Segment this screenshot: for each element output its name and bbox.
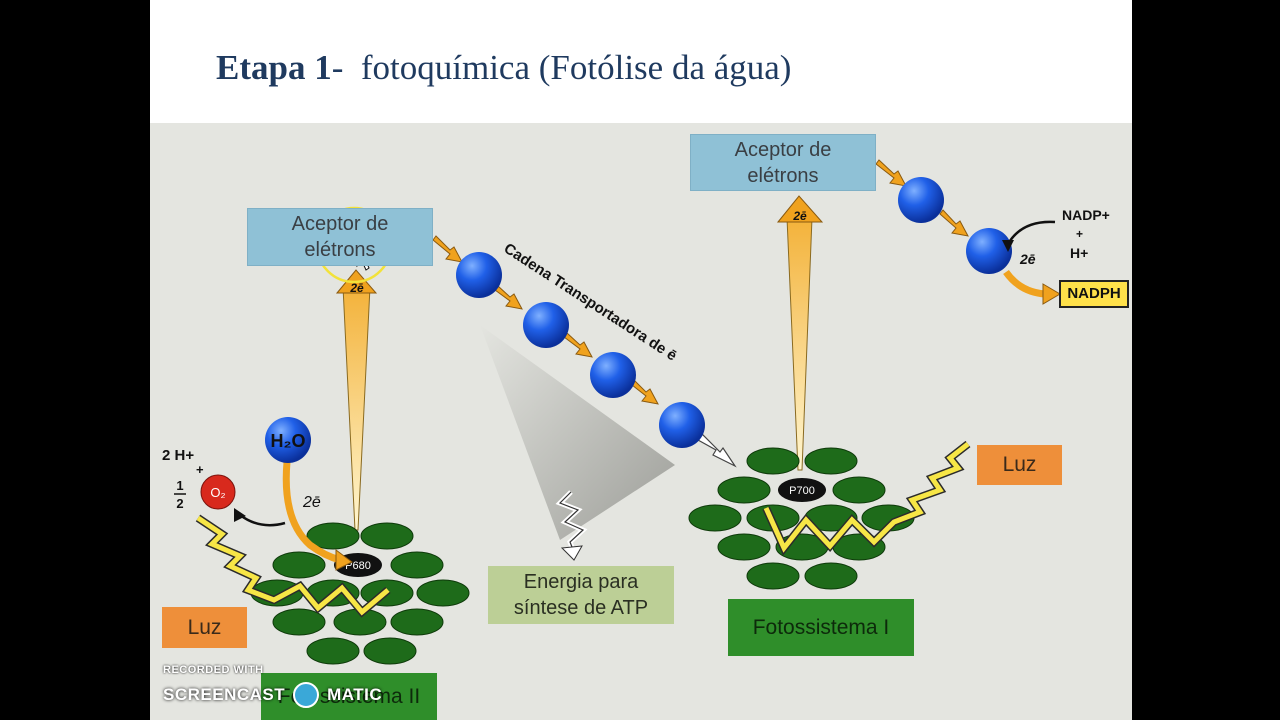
oxygen-label: O₂ xyxy=(210,485,225,500)
p700-center xyxy=(778,478,826,502)
carrier-2 xyxy=(523,302,569,348)
energy-cone xyxy=(480,325,675,540)
carrier-6 xyxy=(966,228,1012,274)
carrier-5 xyxy=(898,177,944,223)
arrow-nadp xyxy=(1006,220,1056,245)
arrow-to-nadph xyxy=(1003,269,1046,298)
transport-arrows xyxy=(432,159,969,405)
oxygen-molecule xyxy=(200,474,236,510)
acceptor-left-line2: elétrons xyxy=(304,239,376,261)
psi-complex xyxy=(688,447,915,590)
water-label: H₂O xyxy=(271,431,306,451)
beam-psi xyxy=(776,195,824,471)
slide: Etapa 1- fotoquímica (Fotólise da água) xyxy=(150,0,1132,720)
energy-box: Energia para síntese de ATP xyxy=(488,566,674,624)
nadp-plus: + xyxy=(1076,227,1083,241)
luz-box-right: Luz xyxy=(977,445,1062,485)
light-zigzag-psii xyxy=(195,514,391,618)
arrow-water-to-p680 xyxy=(282,461,341,564)
arrow-into-psi xyxy=(697,433,737,468)
watermark-right: MATIC xyxy=(327,685,383,704)
two-e-psii-beam: 2ē xyxy=(349,281,364,295)
acceptor-right-line1: Aceptor de xyxy=(734,138,832,161)
title-bar: Etapa 1- fotoquímica (Fotólise da água) xyxy=(150,0,1132,123)
arrow-to-oxygen xyxy=(239,513,286,527)
half-den: 2 xyxy=(176,496,183,511)
two-h-plus: 2 H+ xyxy=(162,447,194,464)
photosystem-1-box: Fotossistema I xyxy=(728,599,914,656)
light-zigzag-psi xyxy=(762,440,971,556)
title-rest: fotoquímica (Fotólise da água) xyxy=(360,48,792,87)
p680-label: P680 xyxy=(345,560,371,572)
energy-line2: síntese de ATP xyxy=(513,597,649,619)
title-dash: - xyxy=(331,48,344,87)
carrier-4 xyxy=(659,402,705,448)
title-bold: Etapa 1 xyxy=(216,48,332,87)
acceptor-right-line2: elétrons xyxy=(747,164,819,187)
energy-line1: Energia para xyxy=(523,571,639,593)
carrier-1 xyxy=(456,252,502,298)
photosynthesis-diagram: P680 P700 H₂O O₂ 2ē 2ē 2ē 2ē 2 H+ xyxy=(162,159,1110,665)
nadp-h: H+ xyxy=(1070,245,1088,261)
watermark-recorded: RECORDED WITH xyxy=(163,664,264,676)
acceptor-box-left: Aceptor de elétrons xyxy=(247,208,433,266)
plus-sign-left: + xyxy=(196,462,204,477)
watermark-brand: SCREENCAST MATIC xyxy=(163,682,382,708)
acceptor-left-line1: Aceptor de xyxy=(291,213,389,235)
nadph-box: NADPH xyxy=(1059,280,1129,308)
two-e-water: 2ē xyxy=(302,494,321,511)
acceptor-box-right: Aceptor de elétrons xyxy=(690,134,876,191)
two-e-nadp: 2ē xyxy=(1019,251,1036,267)
screencast-logo-icon xyxy=(293,682,320,708)
half-num: 1 xyxy=(176,478,183,493)
two-e-psi-beam: 2ē xyxy=(792,209,807,223)
water-molecule xyxy=(265,417,311,463)
watermark-left: SCREENCAST xyxy=(163,685,286,704)
nadp-label: NADP+ xyxy=(1062,207,1110,223)
electron-carriers xyxy=(456,177,1012,448)
carrier-3 xyxy=(590,352,636,398)
luz-box-left: Luz xyxy=(162,607,247,648)
slide-title: Etapa 1- fotoquímica (Fotólise da água) xyxy=(216,48,791,88)
beam-psii xyxy=(335,269,378,531)
p700-label: P700 xyxy=(789,485,815,497)
